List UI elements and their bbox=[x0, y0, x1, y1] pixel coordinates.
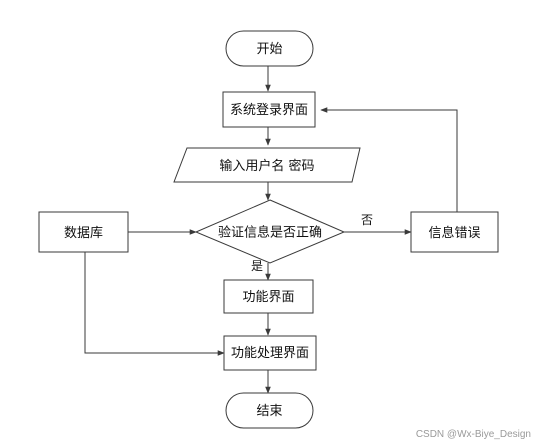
edge-database-to-process bbox=[84, 252, 225, 356]
login-screen-box bbox=[222, 91, 316, 128]
start-label: 开始 bbox=[256, 42, 282, 57]
process-screen-label: 功能处理界面 bbox=[231, 346, 309, 361]
verify-decision-diamond bbox=[194, 199, 346, 264]
start-terminal bbox=[225, 30, 314, 67]
error-box bbox=[410, 211, 499, 253]
login-screen-label: 系统登录界面 bbox=[230, 103, 308, 118]
edge-label-no: 否 bbox=[361, 213, 373, 227]
process-screen-box bbox=[223, 335, 317, 371]
database-label: 数据库 bbox=[64, 225, 103, 241]
nodes bbox=[38, 30, 499, 429]
end-label: 结束 bbox=[256, 404, 282, 419]
input-credentials-label: 输入用户名 密码 bbox=[219, 158, 314, 174]
verify-decision-label: 验证信息是否正确 bbox=[218, 225, 322, 241]
edge-label-yes: 是 bbox=[251, 259, 263, 273]
edge-error-to-login bbox=[320, 107, 458, 212]
function-screen-label: 功能界面 bbox=[242, 290, 294, 305]
watermark: CSDN @Wx-Biye_Design bbox=[415, 429, 531, 440]
edges bbox=[84, 66, 458, 394]
function-screen-box bbox=[223, 279, 314, 314]
database-box bbox=[38, 211, 129, 253]
error-label: 信息错误 bbox=[428, 225, 480, 241]
input-credentials-parallelogram bbox=[173, 147, 361, 183]
end-terminal bbox=[225, 392, 314, 429]
